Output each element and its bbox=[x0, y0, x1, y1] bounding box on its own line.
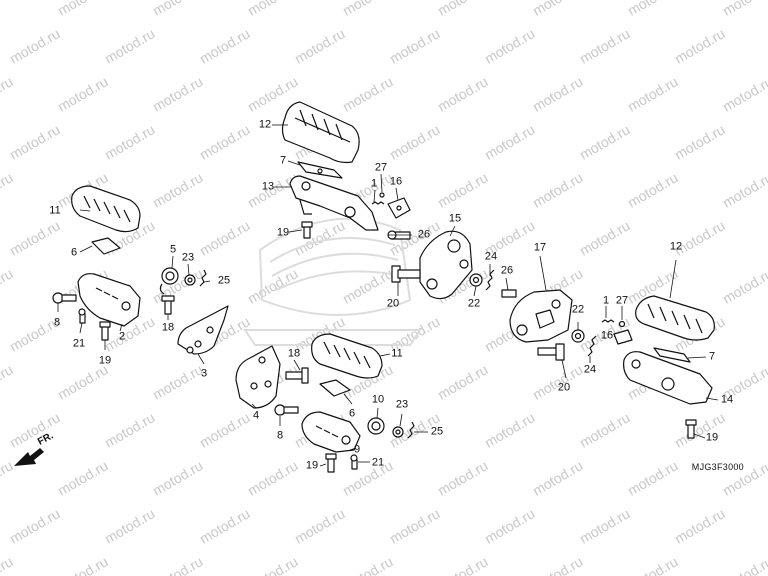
part-11-footpeg-rubber-center bbox=[311, 333, 383, 379]
part-7-plate-right bbox=[653, 347, 691, 363]
part-7-plate-upper bbox=[297, 161, 343, 179]
part-19-bolt-b bbox=[99, 321, 111, 341]
label-part-12: 12 bbox=[258, 118, 272, 131]
part-15-rear-bracket bbox=[419, 230, 473, 300]
label-part-27: 27 bbox=[615, 294, 629, 307]
label-part-22: 22 bbox=[571, 303, 585, 316]
part-23-washer-b bbox=[392, 426, 404, 438]
part-6-plate-center bbox=[319, 379, 351, 397]
label-part-19: 19 bbox=[276, 226, 290, 239]
label-part-5: 5 bbox=[169, 243, 177, 256]
label-part-16: 16 bbox=[389, 175, 403, 188]
front-direction-arrow bbox=[14, 448, 44, 466]
part-22-nut-b bbox=[571, 329, 585, 343]
label-part-27: 27 bbox=[374, 161, 388, 174]
label-part-13: 13 bbox=[261, 180, 275, 193]
label-part-9: 9 bbox=[353, 443, 361, 456]
part-18-bolt-a bbox=[161, 295, 175, 315]
part-4-heel-guard bbox=[235, 345, 281, 409]
leader-lines bbox=[57, 124, 719, 467]
label-part-15: 15 bbox=[448, 212, 462, 225]
part-25-pin-b bbox=[407, 421, 415, 439]
part-16-detent-a bbox=[387, 197, 411, 219]
part-20-bolt-b bbox=[537, 343, 565, 361]
label-part-12: 12 bbox=[669, 240, 683, 253]
part-12-rubber-right bbox=[635, 295, 715, 341]
part-18-bolt-b bbox=[285, 367, 309, 384]
label-part-24: 24 bbox=[583, 363, 597, 376]
label-part-3: 3 bbox=[200, 367, 208, 380]
label-part-23: 23 bbox=[181, 251, 195, 264]
part-24-spring-b bbox=[587, 335, 597, 357]
label-part-23: 23 bbox=[395, 398, 409, 411]
label-part-1: 1 bbox=[370, 177, 378, 190]
label-part-2: 2 bbox=[118, 330, 126, 343]
diagram-code: MJG3F3000 bbox=[691, 462, 744, 472]
label-part-14: 14 bbox=[720, 393, 734, 406]
label-part-10: 10 bbox=[371, 393, 385, 406]
label-part-6: 6 bbox=[348, 407, 356, 420]
label-part-16: 16 bbox=[600, 329, 614, 342]
label-part-7: 7 bbox=[279, 154, 287, 167]
part-11-footpeg-rubber-left bbox=[71, 185, 141, 233]
part-14-peg-bracket-right bbox=[623, 351, 713, 405]
part-8-bolt-a bbox=[52, 292, 77, 304]
part-19-bolt-d bbox=[325, 453, 337, 473]
part-20-bolt-a bbox=[391, 265, 421, 283]
part-16-detent-b bbox=[613, 329, 633, 345]
part-26-pin-b bbox=[501, 289, 517, 298]
label-part-8: 8 bbox=[53, 316, 61, 329]
part-21-bolt-b bbox=[350, 454, 358, 470]
part-6-plate-left bbox=[91, 237, 121, 255]
label-part-25: 25 bbox=[217, 274, 231, 287]
label-part-11: 11 bbox=[49, 204, 61, 217]
part-1-spring-a bbox=[371, 201, 385, 205]
part-3-heel-guard bbox=[177, 305, 229, 355]
part-19-bolt-c bbox=[685, 419, 697, 439]
part-13-peg-bracket bbox=[289, 175, 379, 231]
part-27-clip-a bbox=[379, 192, 385, 198]
part-17-rear-bracket-right bbox=[509, 289, 573, 343]
label-part-26: 26 bbox=[417, 228, 431, 241]
label-part-19: 19 bbox=[705, 431, 719, 444]
label-part-19: 19 bbox=[305, 459, 319, 472]
label-part-6: 6 bbox=[70, 246, 78, 259]
part-22-nut-a bbox=[469, 273, 483, 287]
label-part-21: 21 bbox=[72, 337, 86, 350]
part-19-bolt-a bbox=[301, 221, 313, 239]
label-part-18: 18 bbox=[161, 321, 175, 334]
part-8-bolt-b bbox=[274, 404, 299, 416]
part-5-spring bbox=[159, 267, 179, 295]
label-part-20: 20 bbox=[557, 381, 571, 394]
label-part-1: 1 bbox=[602, 294, 610, 307]
part-21-bolt-a bbox=[78, 308, 86, 324]
label-part-18: 18 bbox=[287, 347, 301, 360]
part-12-rubber-upper bbox=[281, 101, 360, 164]
part-2-step-bracket bbox=[77, 273, 141, 327]
label-part-26: 26 bbox=[500, 264, 514, 277]
part-25-pin-a bbox=[199, 269, 207, 287]
label-part-4: 4 bbox=[252, 409, 260, 422]
label-part-24: 24 bbox=[484, 250, 498, 263]
part-27-clip-b bbox=[618, 320, 626, 328]
label-part-11: 11 bbox=[391, 347, 403, 360]
label-part-21: 21 bbox=[371, 456, 385, 469]
label-part-20: 20 bbox=[386, 297, 400, 310]
label-part-17: 17 bbox=[533, 241, 547, 254]
part-10-spring bbox=[367, 417, 385, 435]
part-23-washer-a bbox=[184, 274, 196, 286]
part-9-step-bracket bbox=[301, 411, 361, 453]
label-part-25: 25 bbox=[430, 425, 444, 438]
label-part-19: 19 bbox=[98, 354, 112, 367]
label-part-22: 22 bbox=[467, 297, 481, 310]
label-part-8: 8 bbox=[276, 429, 284, 442]
label-part-7: 7 bbox=[708, 350, 716, 363]
part-24-spring-a bbox=[485, 269, 495, 291]
part-1-spring-b bbox=[601, 319, 615, 323]
